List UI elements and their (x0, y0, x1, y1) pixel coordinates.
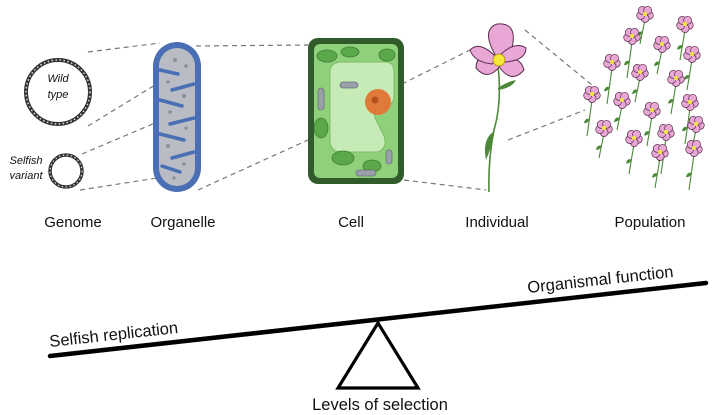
plant-cell-illustration (308, 38, 404, 184)
connector-lines (79, 29, 593, 191)
population-flower (625, 129, 643, 175)
population-flower (631, 63, 649, 103)
population-flower (636, 5, 654, 45)
individual-flower-illustration (469, 23, 527, 193)
population-flower (643, 101, 661, 147)
level-captions: Genome Organelle Cell Individual Populat… (44, 214, 685, 231)
selfish-replication-label: Selfish replication (48, 319, 179, 351)
levels-of-selection-label: Levels of selection (312, 396, 448, 414)
population-flower (667, 69, 685, 115)
level-label-organelle: Organelle (150, 214, 215, 231)
seesaw-balance: Selfish replication Organismal function … (47, 263, 709, 414)
population-flowers-illustration (583, 5, 705, 191)
population-flower (685, 139, 703, 191)
level-label-genome: Genome (44, 214, 102, 231)
level-label-cell: Cell (338, 214, 364, 231)
selfish-variant-label-line2: variant (9, 170, 43, 182)
level-label-individual: Individual (465, 214, 528, 231)
seesaw-beam (47, 280, 709, 359)
population-flower (623, 27, 641, 79)
population-flower (681, 93, 699, 145)
population-flower (595, 119, 613, 159)
wild-type-genome: Wild type (24, 58, 92, 126)
wild-type-label-line2: type (48, 89, 69, 101)
mitochondrion-illustration (153, 42, 201, 192)
population-flower (676, 15, 694, 61)
selfish-variant-genome: Selfish variant (9, 153, 84, 189)
selfish-variant-label-line1: Selfish (9, 155, 42, 167)
wild-type-label-line1: Wild (47, 73, 69, 85)
population-flower (683, 45, 701, 91)
population-flower (603, 53, 621, 105)
seesaw-fulcrum (335, 319, 421, 390)
population-flower (613, 91, 631, 131)
population-flower (651, 143, 669, 189)
level-label-population: Population (615, 214, 686, 231)
population-flower (583, 85, 601, 137)
population-flower (653, 35, 671, 75)
organismal-function-label: Organismal function (526, 263, 674, 297)
